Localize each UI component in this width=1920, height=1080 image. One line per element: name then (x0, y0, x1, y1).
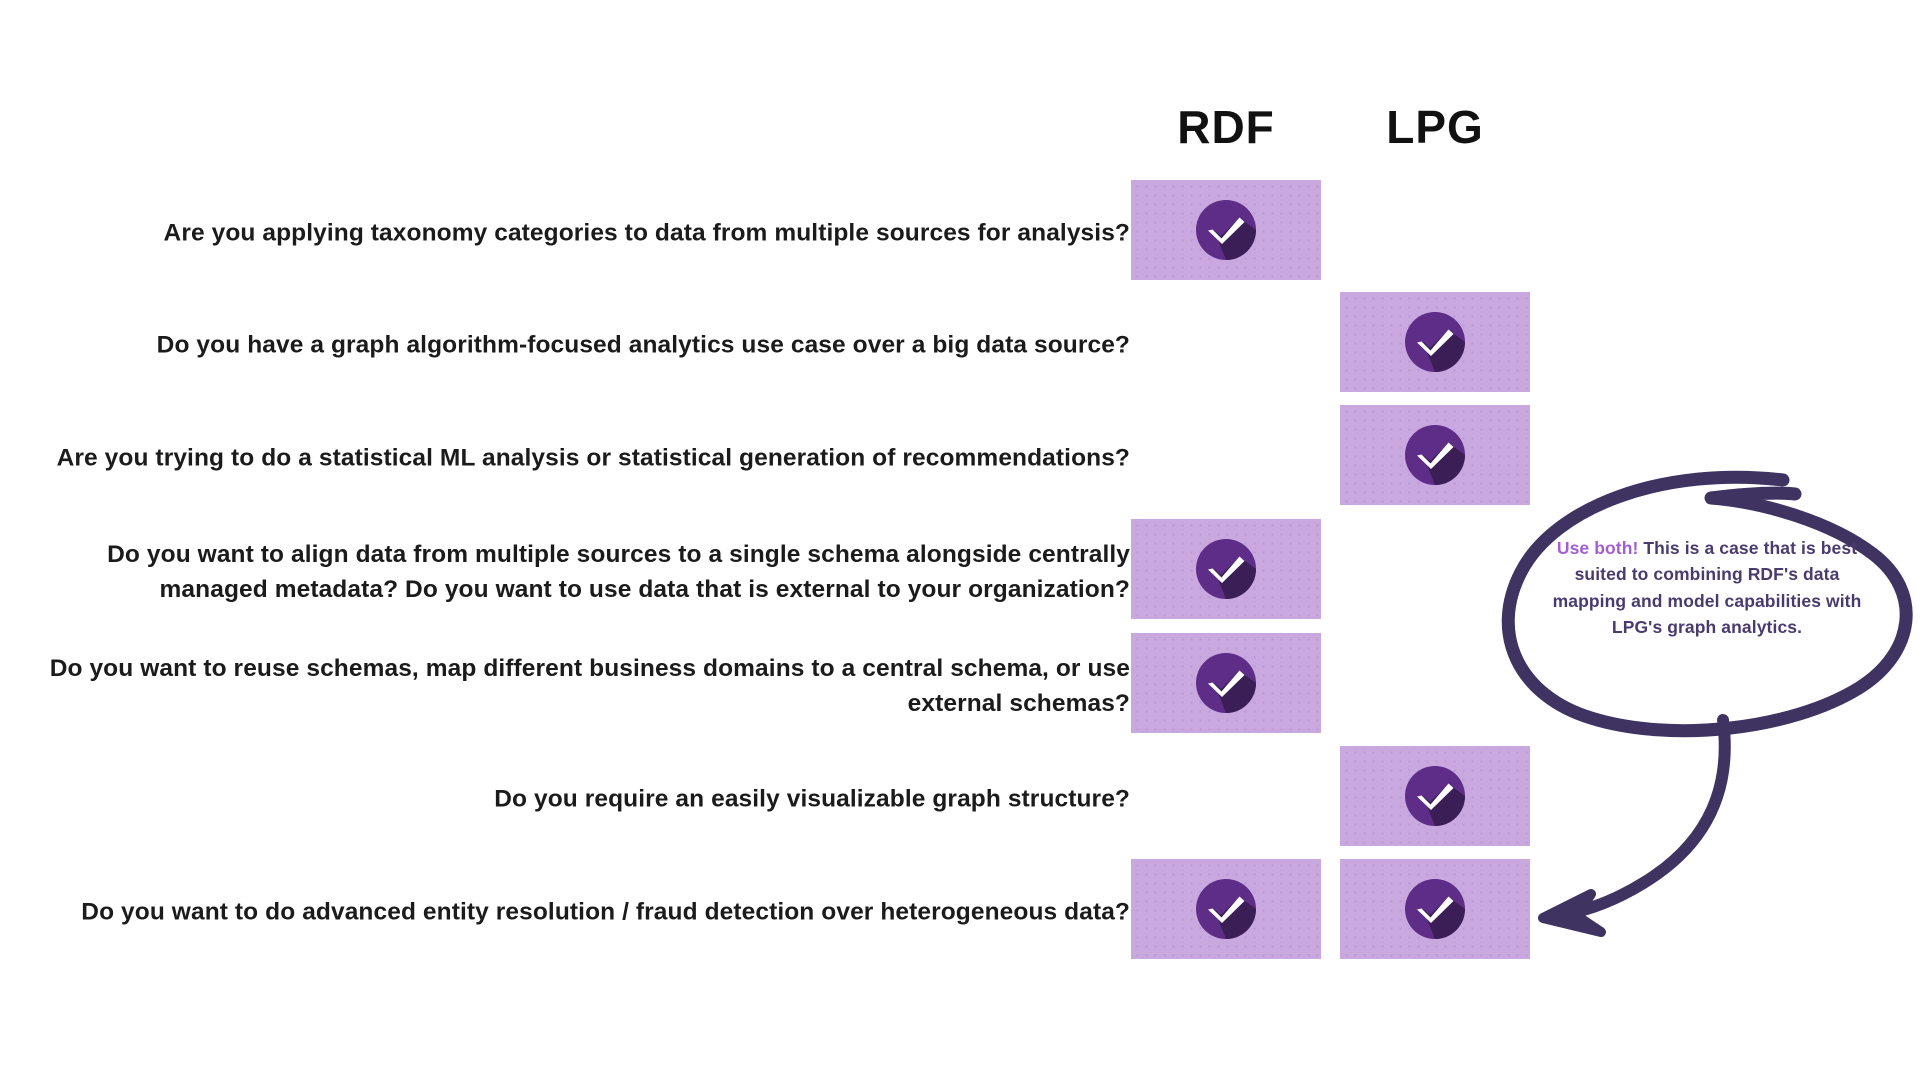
cell-rdf[interactable] (1131, 519, 1321, 619)
column-header-rdf: RDF (1177, 101, 1275, 153)
cell-rdf[interactable] (1131, 633, 1321, 733)
check-circle-icon (1195, 878, 1257, 940)
matrix-row: Are you applying taxonomy categories to … (0, 180, 1920, 288)
question-text: Are you trying to do a statistical ML an… (56, 444, 1130, 472)
question-text: Do you want to reuse schemas, map differ… (49, 655, 1130, 717)
cell-lpg[interactable] (1340, 405, 1530, 505)
check-circle-icon (1195, 538, 1257, 600)
question-text: Are you applying taxonomy categories to … (163, 219, 1130, 247)
question-text: Do you have a graph algorithm-focused an… (156, 331, 1130, 359)
check-circle-icon (1195, 652, 1257, 714)
matrix-row: Do you want to align data from multiple … (0, 519, 1920, 627)
check-circle-icon (1404, 311, 1466, 373)
matrix-row: Are you trying to do a statistical ML an… (0, 405, 1920, 513)
question-text: Do you want to do advanced entity resolu… (81, 898, 1130, 926)
cell-rdf[interactable] (1131, 859, 1321, 959)
check-circle-icon (1404, 765, 1466, 827)
question-text: Do you want to align data from multiple … (107, 541, 1130, 603)
check-circle-icon (1404, 424, 1466, 486)
question-text: Do you require an easily visualizable gr… (494, 785, 1130, 813)
cell-lpg[interactable] (1340, 292, 1530, 392)
matrix-row: Do you require an easily visualizable gr… (0, 746, 1920, 854)
cell-rdf[interactable] (1131, 180, 1321, 280)
matrix-row: Do you have a graph algorithm-focused an… (0, 292, 1920, 400)
column-header-lpg: LPG (1386, 101, 1484, 153)
check-circle-icon (1195, 199, 1257, 261)
cell-lpg[interactable] (1340, 859, 1530, 959)
matrix-row: Do you want to do advanced entity resolu… (0, 859, 1920, 967)
cell-lpg[interactable] (1340, 746, 1530, 846)
matrix-row: Do you want to reuse schemas, map differ… (0, 633, 1920, 741)
check-circle-icon (1404, 878, 1466, 940)
